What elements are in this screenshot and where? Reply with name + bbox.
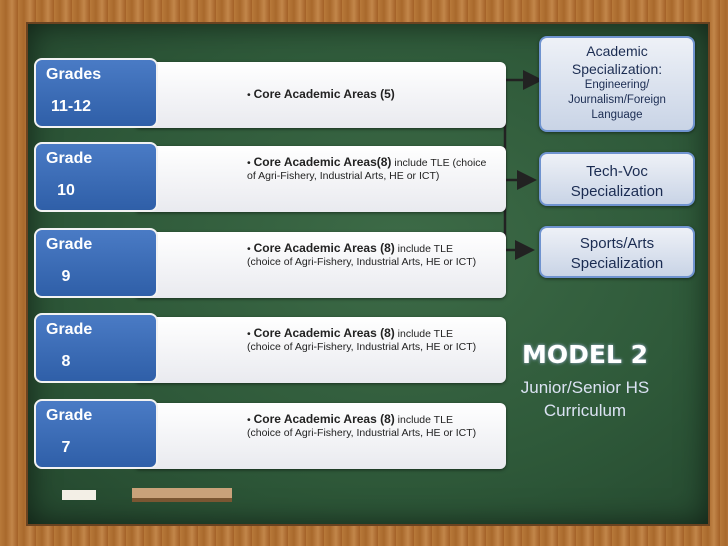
grade-description-box: • Core Academic Areas (5)	[134, 62, 506, 128]
model-subtitle: Junior/Senior HS Curriculum	[496, 376, 674, 422]
grade-tab: Grade 9	[34, 228, 158, 298]
grade-number: 9	[61, 268, 71, 285]
grade-description-box: • Core Academic Areas(8) include TLE (ch…	[134, 146, 506, 212]
grade-label: Grade	[46, 321, 93, 338]
academic-detail: Language	[591, 109, 643, 121]
techvoc-specialization-box: Tech-Voc Specialization	[539, 152, 695, 206]
grade-label: Grade	[46, 236, 93, 253]
grade-row-7: • Core Academic Areas (8) include TLE (c…	[34, 399, 506, 469]
chalk-eraser-icon	[62, 488, 232, 502]
academic-subtitle: Specialization:	[571, 61, 663, 77]
academic-title: Academic	[586, 43, 648, 59]
grade-description: • Core Academic Areas (8) include TLE (c…	[247, 241, 477, 269]
grade-tab: Grade 7	[34, 399, 158, 469]
grade-label: Grade	[46, 150, 93, 167]
academic-detail: Engineering/	[584, 79, 650, 91]
grade-number: 11-12	[50, 98, 92, 115]
grade-tab: Grades 11-12	[34, 58, 158, 128]
sports-title: Sports/Arts	[579, 235, 655, 252]
grade-description: • Core Academic Areas(8) include TLE (ch…	[247, 155, 487, 183]
sports-arts-specialization-box: Sports/Arts Specialization	[539, 226, 695, 278]
model-subtitle-line1: Junior/Senior HS	[520, 378, 650, 397]
techvoc-title: Tech-Voc	[586, 163, 648, 180]
grade-row-10: • Core Academic Areas(8) include TLE (ch…	[34, 142, 506, 212]
grade-label: Grades	[46, 66, 102, 83]
grade-row-8: • Core Academic Areas (8) include TLE (c…	[34, 313, 506, 383]
grade-number: 8	[61, 353, 71, 370]
grade-tab: Grade 8	[34, 313, 158, 383]
grade-description: • Core Academic Areas (5)	[247, 87, 395, 102]
grade-description-box: • Core Academic Areas (8) include TLE (c…	[134, 317, 506, 383]
grade-description: • Core Academic Areas (8) include TLE (c…	[247, 412, 477, 440]
model-title: MODEL 2	[522, 340, 648, 369]
grade-label: Grade	[46, 407, 93, 424]
grade-description: • Core Academic Areas (8) include TLE (c…	[247, 326, 477, 354]
techvoc-subtitle: Specialization	[570, 183, 664, 200]
grade-description-box: • Core Academic Areas (8) include TLE (c…	[134, 232, 506, 298]
academic-detail: Journalism/Foreign	[568, 94, 666, 106]
model-subtitle-line2: Curriculum	[543, 401, 627, 420]
grade-row-9: • Core Academic Areas (8) include TLE (c…	[34, 228, 506, 298]
sports-subtitle: Specialization	[570, 255, 664, 272]
grade-tab: Grade 10	[34, 142, 158, 212]
grade-description-box: • Core Academic Areas (8) include TLE (c…	[134, 403, 506, 469]
grade-number: 7	[61, 439, 71, 456]
grade-row-11-12: • Core Academic Areas (5) Grades 11-12	[34, 58, 506, 128]
grade-number: 10	[57, 182, 75, 199]
academic-specialization-box: Academic Specialization: Engineering/ Jo…	[539, 36, 695, 132]
